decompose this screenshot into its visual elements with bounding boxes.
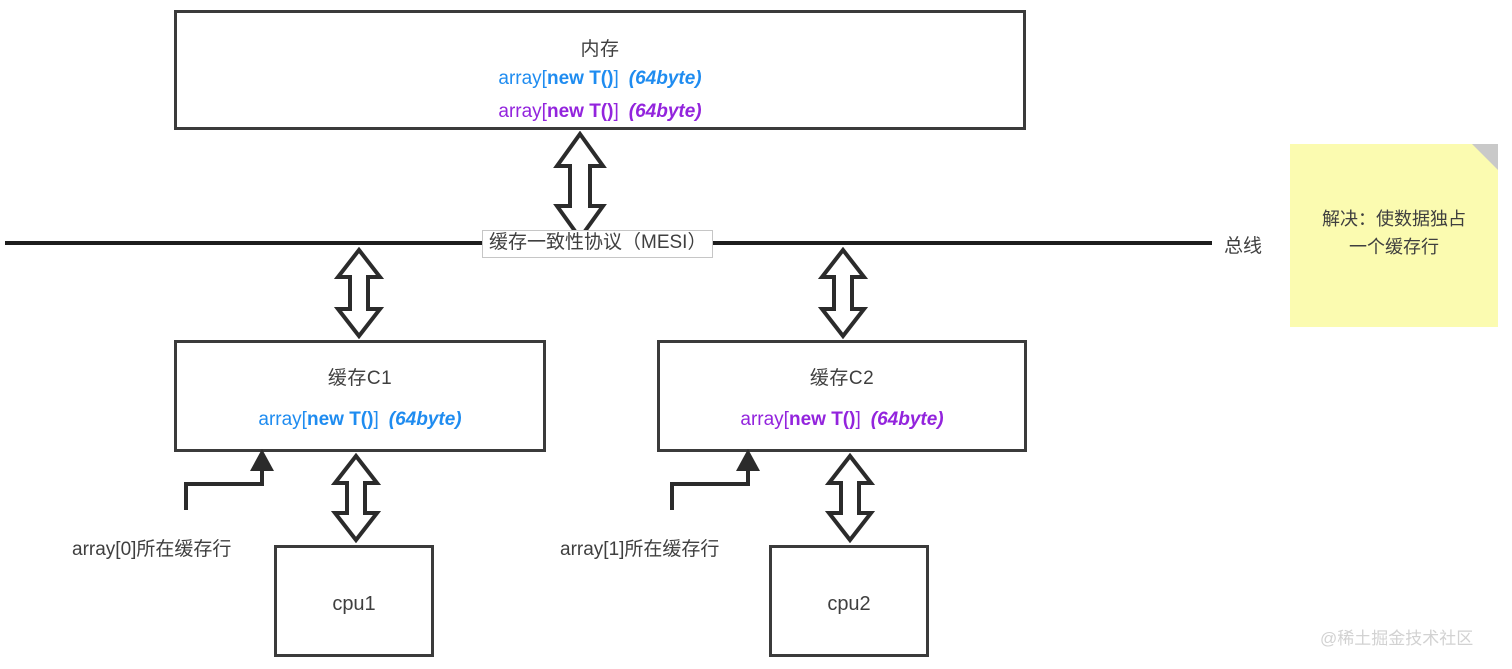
cache-c2-array-line: array[new T()] (64byte) <box>660 409 1024 431</box>
cpu1-label: cpu1 <box>332 593 376 615</box>
memory-array-1-suffix: ] <box>613 68 619 89</box>
cache-c1-prefix: array[ <box>258 409 307 430</box>
cache-c1-keyword: new T() <box>306 409 374 430</box>
mesi-protocol-label: 缓存一致性协议（MESI） <box>482 230 714 258</box>
bus-label: 总线 <box>1224 236 1263 257</box>
double-arrow-memory-bus-icon <box>552 131 608 241</box>
memory-title: 内存 <box>580 39 620 60</box>
cpu1-box: cpu1 <box>274 545 434 657</box>
cache-c1-title: 缓存C1 <box>327 368 393 389</box>
watermark: @稀土掘金技术社区 <box>1320 629 1474 648</box>
callout-label-array1: array[1]所在缓存行 <box>560 539 720 560</box>
sticky-note-line-2: 一个缓存行 <box>1349 236 1439 257</box>
memory-array-line-1: array[new T()] (64byte) <box>177 68 1023 90</box>
double-arrow-bus-cache1-icon <box>333 247 385 339</box>
memory-box: 内存 array[new T()](64byte) array[new T()]… <box>174 10 1026 130</box>
cache-c1-suffix: ] <box>373 409 379 430</box>
cache-c2-title: 缓存C2 <box>809 368 875 389</box>
cache-c2-prefix: array[ <box>740 409 789 430</box>
elbow-arrow-up-right-icon <box>664 448 764 510</box>
callout-label-array0: array[0]所在缓存行 <box>72 539 232 560</box>
cache-c2-suffix: ] <box>855 409 861 430</box>
cpu2-box: cpu2 <box>769 545 929 657</box>
memory-array-1-size: (64byte) <box>628 68 702 89</box>
cpu2-label: cpu2 <box>827 593 871 615</box>
memory-array-2-suffix: ] <box>613 101 619 122</box>
cache-c2-keyword: new T() <box>788 409 856 430</box>
memory-array-2-size: (64byte) <box>628 101 702 122</box>
double-arrow-cache1-cpu1-icon <box>330 453 382 543</box>
memory-array-2-prefix: array[ <box>498 101 547 122</box>
cache-c1-array-line: array[new T()] (64byte) <box>177 409 543 431</box>
cache-c2-box: 缓存C2 array[new T()] (64byte) <box>657 340 1027 452</box>
sticky-note-text: 解决：使数据独占 一个缓存行 <box>1300 206 1488 262</box>
memory-array-line-2: array[new T()] (64byte) <box>177 101 1023 123</box>
sticky-note-line-1: 解决：使数据独占 <box>1322 209 1466 229</box>
cache-c2-size: (64byte) <box>870 409 944 430</box>
memory-array-2-keyword: new T() <box>546 101 614 122</box>
memory-array-1-keyword: new T() <box>546 68 614 89</box>
double-arrow-bus-cache2-icon <box>817 247 869 339</box>
double-arrow-cache2-cpu2-icon <box>824 453 876 543</box>
page-fold-corner-icon <box>1472 144 1498 170</box>
cache-c1-box: 缓存C1 array[new T()] (64byte) <box>174 340 546 452</box>
elbow-arrow-up-left-icon <box>178 448 278 510</box>
cache-c1-size: (64byte) <box>388 409 462 430</box>
sticky-note: 解决：使数据独占 一个缓存行 <box>1290 144 1498 327</box>
memory-array-1-prefix: array[ <box>498 68 547 89</box>
